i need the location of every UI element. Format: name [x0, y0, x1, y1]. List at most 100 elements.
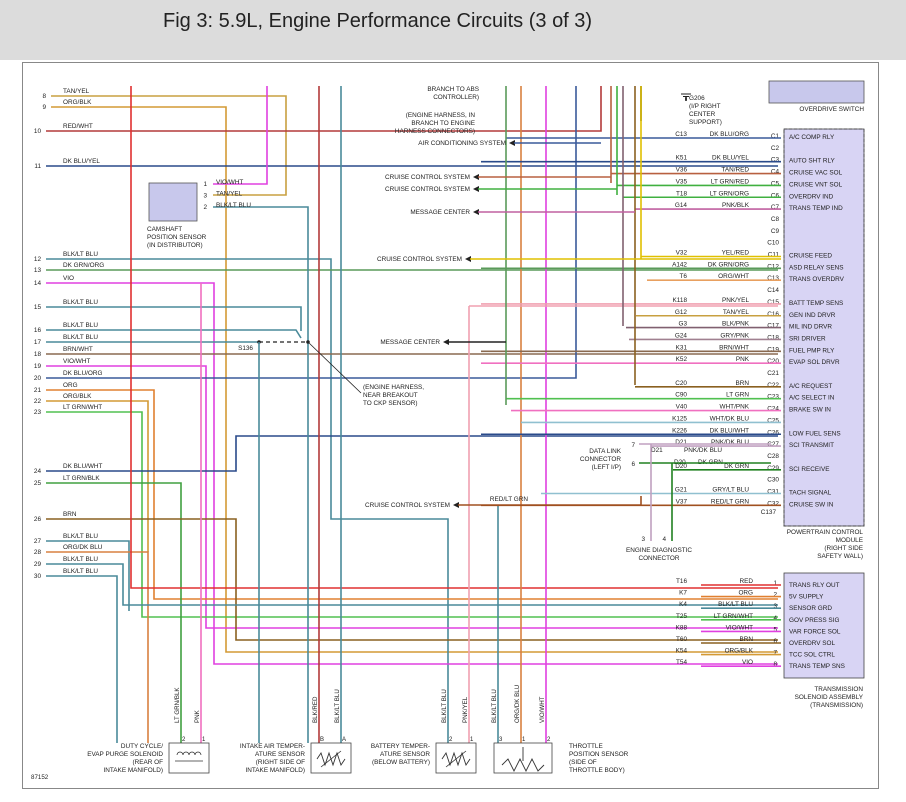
- pcm-pin-number: C20: [767, 358, 779, 365]
- left-pin-wire-label: ORG: [63, 382, 78, 389]
- left-pin-wire-label: TAN/YEL: [63, 88, 90, 95]
- camshaft-pin-number: 2: [203, 204, 207, 211]
- camshaft-label: POSITION SENSOR: [147, 234, 207, 241]
- pcm-wire-label: WHT/PNK: [720, 404, 750, 411]
- pcm-pin-function: FUEL PMP RLY: [789, 347, 835, 354]
- wire-blk-lt-blu-16: [46, 329, 302, 339]
- left-pin-wire-label: DK GRN/ORG: [63, 262, 104, 269]
- wire-red-wht: [46, 86, 602, 132]
- data-link-label: (LEFT I/P): [592, 464, 621, 471]
- pcm-pin-function: MIL IND DRVR: [789, 324, 832, 331]
- left-pin-number: 18: [34, 351, 42, 358]
- component-pin-label: 3: [499, 737, 503, 743]
- abs-note: CONTROLLER): [433, 94, 479, 101]
- left-pin-wire-label: BLK/LT BLU: [63, 251, 98, 258]
- component-wire-label: BLK/LT BLU: [441, 689, 448, 723]
- left-pin-number: 9: [42, 104, 46, 111]
- tcm-pin-number: 3: [773, 603, 777, 610]
- harness-note: BRANCH TO ENGINE: [411, 120, 475, 127]
- left-pin-number: 29: [34, 561, 42, 568]
- wire-org-dk-blu: [46, 551, 149, 743]
- pcm-pin-number: C24: [767, 406, 779, 413]
- tcm-pin-number: 8: [773, 661, 777, 668]
- pcm-wire-label: DK GRN/ORG: [708, 261, 749, 268]
- left-pin-wire-label: LT GRN/BLK: [63, 475, 100, 482]
- left-pin-wire-label: RED/WHT: [63, 123, 93, 130]
- pcm-circuit-id: G21: [675, 487, 688, 494]
- component-label: (RIGHT SIDE OF: [256, 759, 305, 766]
- pcm-pin-number: C12: [767, 263, 779, 270]
- pcm-pin-number: C14: [767, 287, 779, 294]
- wire-blk-lt-blu-27: [46, 540, 130, 611]
- component-pin-label: 2: [182, 737, 186, 743]
- pcm-wire-label: DK GRN: [724, 463, 749, 470]
- left-pin-number: 14: [34, 280, 42, 287]
- left-pin-number: 17: [34, 339, 42, 346]
- pcm-wire-label: PNK: [736, 356, 750, 363]
- component-wire-label: PNK: [194, 709, 201, 723]
- system-arrow-icon: [473, 186, 479, 192]
- left-pin-wire-label: BLK/LT BLU: [63, 299, 98, 306]
- pcm-pin-function: AUTO SHT RLY: [789, 158, 836, 165]
- pcm-pin-function: TACH SIGNAL: [789, 490, 832, 497]
- component-wire-label: PNK/YEL: [462, 696, 469, 723]
- wire-lt-grn-wht: [46, 411, 778, 618]
- pcm-wire-label: BRN: [736, 380, 750, 387]
- red-lt-grn-label: RED/LT GRN: [490, 496, 528, 503]
- camshaft-pin-number: 3: [203, 193, 207, 200]
- left-pin-number: 16: [34, 327, 42, 334]
- component-wire-label: BLK/LT BLU: [334, 689, 341, 723]
- wire-vio-wht-19: [46, 365, 778, 629]
- pcm-pin-function: SRI DRIVER: [789, 335, 826, 342]
- pcm-pin-number: C7: [771, 204, 780, 211]
- tcm-wire-label: LT GRN/WHT: [714, 613, 753, 620]
- system-arrow-icon: [473, 209, 479, 215]
- pcm-connector-id: C137: [761, 509, 777, 516]
- tcm-wire-label: VIO/WHT: [726, 624, 753, 631]
- system-arrow-label: MESSAGE CENTER: [410, 209, 470, 216]
- wire-vio-wht-cam: [213, 86, 268, 185]
- component-pin-label: B: [320, 737, 324, 743]
- pcm-wire-label: LT GRN/RED: [711, 178, 749, 185]
- tcm-pin-number: 1: [773, 580, 777, 587]
- left-pin-number: 19: [34, 363, 42, 370]
- pcm-circuit-id: G12: [675, 309, 688, 316]
- tcm-pin-function: OVERDRV SOL: [789, 640, 835, 647]
- system-arrow-icon: [473, 174, 479, 180]
- tcm-label: (TRANSMISSION): [810, 702, 863, 709]
- left-pin-wire-label: ORG/BLK: [63, 393, 92, 400]
- system-arrow-icon: [509, 140, 515, 146]
- tcm-circuit-id: K4: [679, 601, 687, 608]
- pcm-circuit-id: V32: [676, 250, 688, 257]
- harness-note: HARNESS CONNECTORS): [395, 128, 475, 135]
- pcm-pin-function: CRUISE SW IN: [789, 501, 834, 508]
- pcm-pin-number: C4: [771, 169, 780, 176]
- pcm-pin-number: C18: [767, 334, 779, 341]
- pcm-circuit-id: V37: [676, 498, 688, 505]
- tcm-wire-label: ORG/BLK: [725, 648, 754, 655]
- wire-org-blk: [51, 106, 778, 653]
- system-arrow-label: MESSAGE CENTER: [380, 339, 440, 346]
- pcm-wire-label: RED/LT GRN: [711, 498, 749, 505]
- left-pin-wire-label: BRN: [63, 511, 77, 518]
- thermistor-arrow-icon: [320, 750, 342, 768]
- camshaft-wire-label: VIO/WHT: [216, 179, 243, 186]
- left-pin-number: 22: [34, 398, 42, 405]
- pcm-pin-function: BRAKE SW IN: [789, 407, 831, 414]
- wire-blk-lt-blu-30: [46, 575, 118, 743]
- splice-note: TO CKP SENSOR): [363, 400, 417, 407]
- left-pin-number: 12: [34, 256, 42, 263]
- wire-brn: [46, 518, 778, 641]
- splice-note: NEAR BREAKOUT: [363, 392, 418, 399]
- tcm-pin-number: 5: [773, 626, 777, 633]
- thermistor-arrow-icon: [445, 750, 467, 768]
- left-pin-wire-label: DK BLU/WHT: [63, 463, 103, 470]
- component-label: (BELOW BATTERY): [372, 759, 430, 766]
- pcm-circuit-id: V36: [676, 167, 688, 174]
- system-arrow-label: AIR CONDITIONING SYSTEM: [418, 140, 506, 147]
- pcm-circuit-id: C13: [675, 131, 687, 138]
- tcm-pin-function: SENSOR GRD: [789, 605, 832, 612]
- tcm-wire-label: BLK/LT BLU: [718, 601, 753, 608]
- pcm-pin-function: OVERDRV IND: [789, 193, 834, 200]
- left-pin-wire-label: DK BLU/YEL: [63, 158, 100, 165]
